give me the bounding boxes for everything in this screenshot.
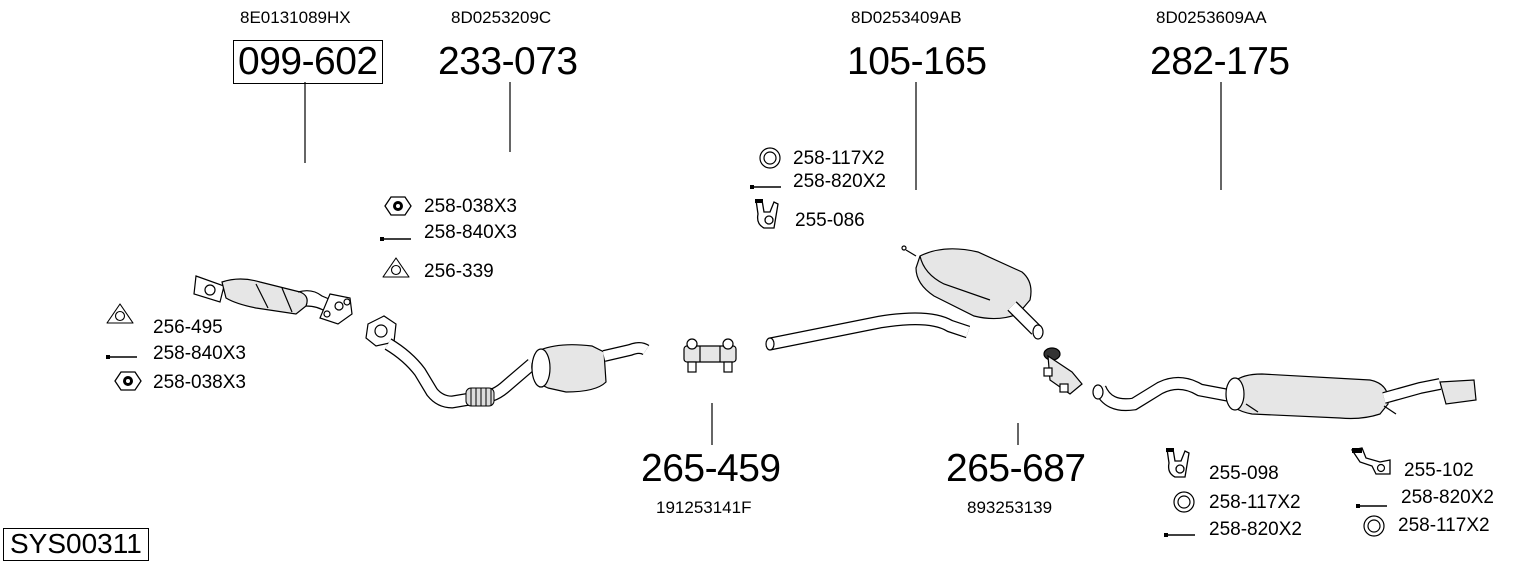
rear-silencer-part — [1092, 373, 1477, 420]
bolt-icon — [1164, 533, 1195, 537]
nut-icon — [114, 371, 142, 391]
accessory-label[interactable]: 258-117X2 — [1209, 492, 1301, 513]
middle-silencer-part — [765, 245, 1044, 351]
accessory-label[interactable]: 255-102 — [1404, 460, 1474, 481]
catalytic-converter-part — [193, 275, 353, 325]
part-number[interactable]: 265-687 — [946, 447, 1086, 490]
accessory-label[interactable]: 258-840X3 — [153, 343, 246, 364]
ring-icon — [1173, 491, 1195, 513]
flex-joint — [465, 387, 495, 407]
oem-number: 191253141F — [656, 498, 752, 517]
accessory-label[interactable]: 258-117X2 — [1398, 515, 1490, 536]
front-pipe-part — [365, 315, 650, 409]
part-number[interactable]: 105-165 — [847, 40, 987, 83]
bolt-icon — [750, 185, 781, 189]
nut-icon — [384, 196, 412, 216]
part-number[interactable]: 233-073 — [438, 40, 578, 83]
ring-icon — [759, 147, 781, 169]
ring-icon — [1363, 515, 1385, 537]
bolt-icon — [380, 237, 411, 241]
oem-number: 8D0253609AA — [1156, 8, 1267, 27]
oem-number: 8E0131089HX — [240, 8, 351, 27]
bolt-icon — [106, 355, 137, 359]
hanger-icon — [1166, 448, 1190, 478]
accessory-label[interactable]: 258-820X2 — [793, 171, 886, 192]
accessory-label[interactable]: 258-038X3 — [424, 196, 517, 217]
accessory-label[interactable]: 255-086 — [795, 210, 865, 231]
hanger-icon — [755, 199, 779, 229]
part-number[interactable]: 265-459 — [641, 447, 781, 490]
accessory-label[interactable]: 258-038X3 — [153, 372, 246, 393]
gasket-icon — [382, 257, 410, 278]
bracket-icon — [1350, 447, 1391, 475]
pipe-clamp-part — [1043, 347, 1083, 395]
accessory-label[interactable]: 258-820X2 — [1209, 519, 1302, 540]
accessory-label[interactable]: 258-117X2 — [793, 148, 885, 169]
accessory-label[interactable]: 255-098 — [1209, 463, 1279, 484]
accessory-label[interactable]: 258-820X2 — [1401, 487, 1494, 508]
system-code: SYS00311 — [3, 528, 149, 561]
pipe-clamp-part — [683, 338, 737, 373]
gasket-icon — [106, 303, 134, 324]
accessory-label[interactable]: 258-840X3 — [424, 222, 517, 243]
oem-number: 893253139 — [967, 498, 1053, 517]
oem-number: 8D0253209C — [451, 8, 552, 27]
part-number[interactable]: 282-175 — [1150, 40, 1290, 83]
accessory-label[interactable]: 256-495 — [153, 317, 223, 338]
part-number[interactable]: 099-602 — [233, 40, 383, 84]
oem-number: 8D0253409AB — [851, 8, 962, 27]
bolt-icon — [1356, 504, 1387, 508]
accessory-label[interactable]: 256-339 — [424, 261, 494, 282]
